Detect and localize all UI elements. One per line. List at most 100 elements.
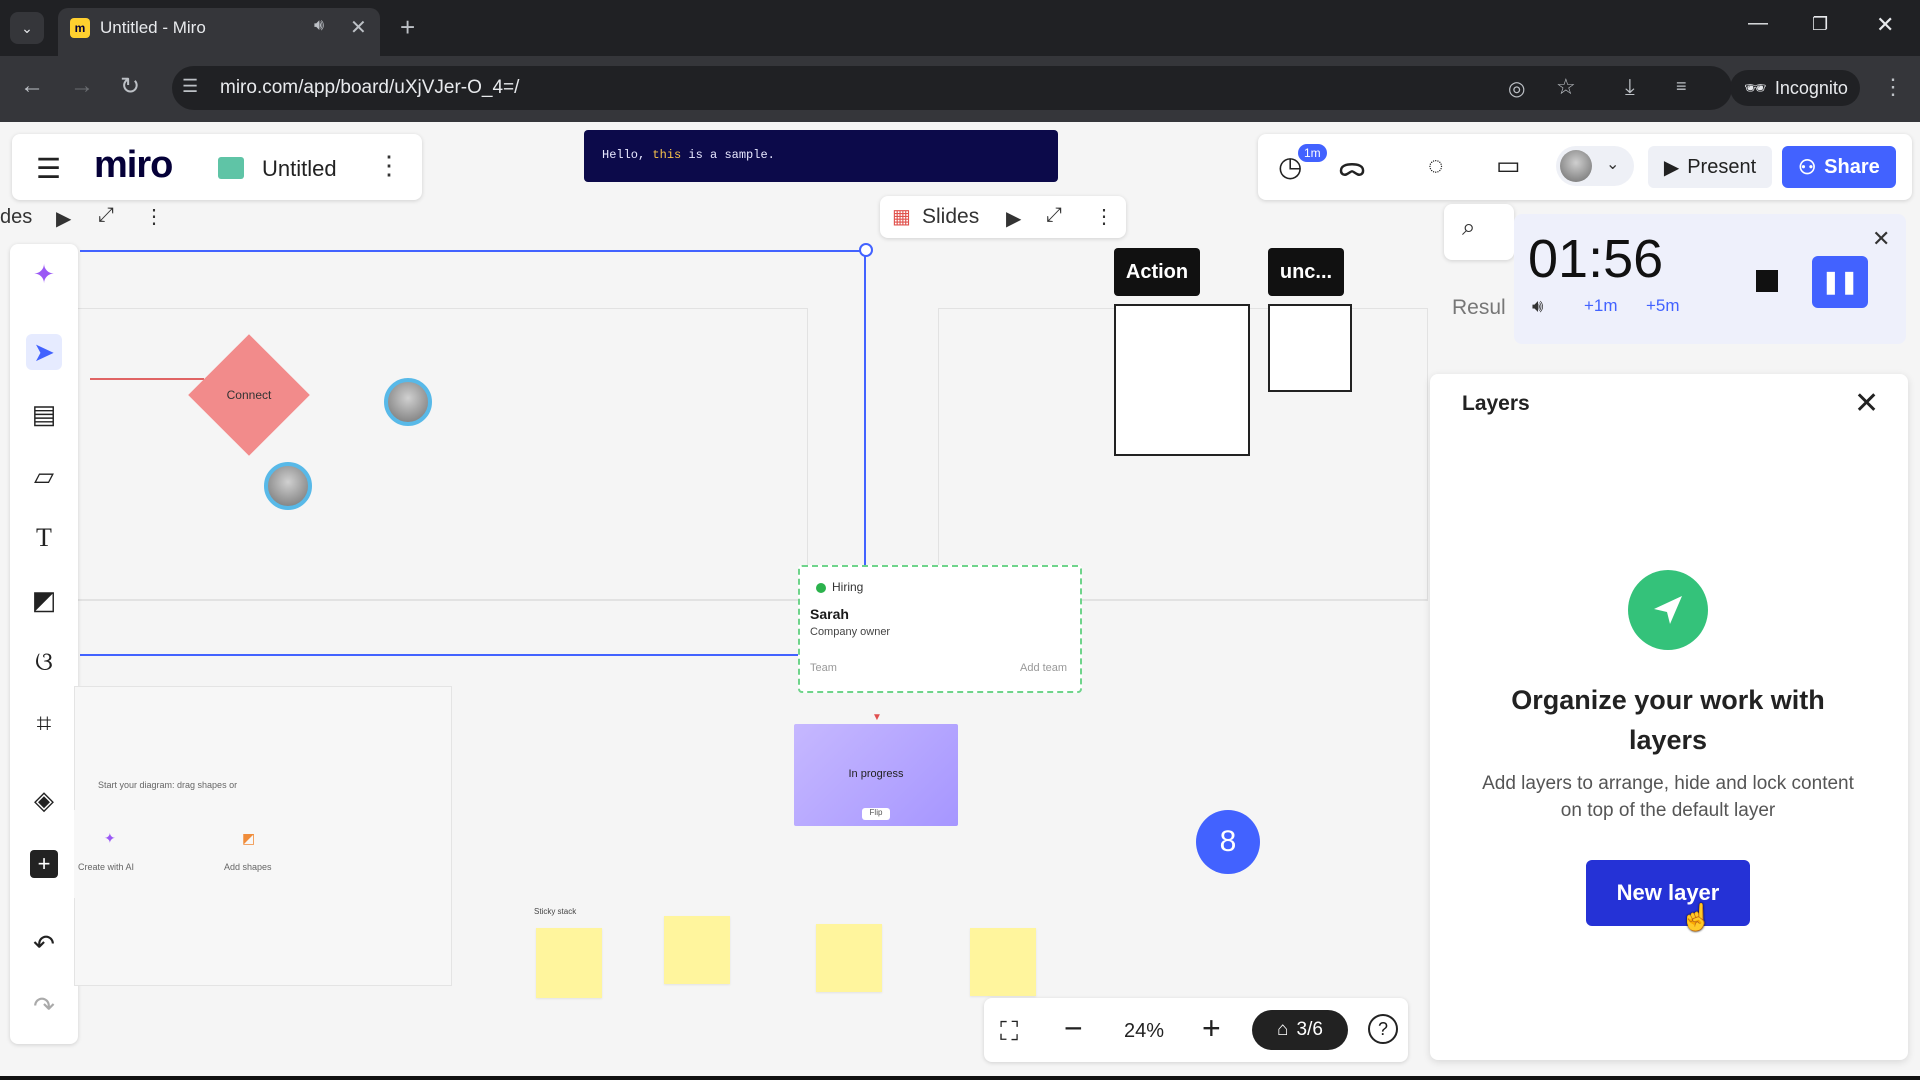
sticky-stack-label: Sticky stack bbox=[534, 907, 577, 916]
timer-display: 01:56 bbox=[1528, 229, 1664, 289]
close-icon[interactable]: ✕ bbox=[1854, 387, 1880, 420]
resize-handle[interactable] bbox=[859, 243, 873, 257]
code-block[interactable]: Hello, this is a sample. bbox=[584, 130, 1058, 182]
pen-icon[interactable]: ଓ bbox=[35, 646, 53, 676]
avatar bbox=[1560, 150, 1592, 182]
create-with-ai-card[interactable] bbox=[74, 810, 186, 898]
reactions-icon[interactable]: ᯅ bbox=[1338, 152, 1367, 182]
add-five-minutes-button[interactable]: +5m bbox=[1646, 296, 1680, 315]
action-tag[interactable]: Action bbox=[1114, 248, 1200, 296]
sticky-note[interactable] bbox=[970, 928, 1036, 996]
media-controls-icon[interactable]: ≡ bbox=[1676, 76, 1687, 96]
in-progress-label: In progress bbox=[848, 768, 904, 780]
frame-icon[interactable]: ⌗ bbox=[36, 708, 52, 738]
reload-icon[interactable]: ↻ bbox=[120, 73, 141, 100]
expand-icon[interactable]: ⤢ bbox=[98, 204, 114, 226]
sticky-note[interactable] bbox=[536, 928, 602, 998]
expand-icon[interactable]: ⤢ bbox=[1046, 204, 1062, 226]
slides-icon: ▦ bbox=[892, 206, 911, 228]
flip-chip[interactable]: Flip bbox=[862, 808, 890, 820]
present-label: Present bbox=[1687, 155, 1757, 178]
sticky-note[interactable] bbox=[664, 916, 730, 984]
slides-label[interactable]: Slides bbox=[922, 205, 980, 228]
url-text[interactable]: miro.com/app/board/uXjVJer-O_4=/ bbox=[220, 77, 520, 98]
new-tab-icon[interactable]: + bbox=[400, 12, 416, 42]
miro-logo[interactable]: miro bbox=[94, 144, 173, 186]
new-layer-button[interactable]: New layer bbox=[1586, 860, 1750, 926]
board-more-icon[interactable]: ⋮ bbox=[376, 150, 402, 180]
templates-icon[interactable]: ▤ bbox=[31, 398, 57, 429]
browser-tab[interactable] bbox=[58, 8, 380, 56]
zoom-in-icon[interactable]: + bbox=[1202, 1010, 1221, 1046]
ai-sparkle-icon: ✦ bbox=[104, 830, 116, 846]
tab-audio-icon[interactable]: 🔊︎ bbox=[314, 17, 325, 34]
gift-progress-button[interactable]: ⌂ 3/6 bbox=[1252, 1010, 1348, 1050]
layers-icon[interactable]: ◈ bbox=[34, 784, 54, 815]
shapes-icon[interactable]: ◩ bbox=[31, 584, 57, 615]
text-icon[interactable]: T bbox=[36, 523, 52, 552]
tab-close-icon[interactable]: ✕ bbox=[350, 17, 367, 39]
browser-menu-icon[interactable]: ⋮ bbox=[1882, 74, 1904, 99]
window-close-icon[interactable]: ✕ bbox=[1876, 12, 1895, 37]
address-bar[interactable] bbox=[172, 66, 1732, 110]
selection-box[interactable] bbox=[80, 250, 866, 656]
share-button[interactable]: ⚇ Share bbox=[1782, 146, 1896, 188]
back-icon[interactable]: ← bbox=[20, 72, 44, 99]
more-icon[interactable]: ⋮ bbox=[1094, 206, 1114, 228]
unc-tag[interactable]: unc... bbox=[1268, 248, 1344, 296]
download-icon[interactable]: ⤓ bbox=[1625, 74, 1635, 99]
avatar[interactable] bbox=[264, 462, 312, 510]
connector-arrow[interactable] bbox=[90, 378, 204, 380]
search-icon[interactable]: ⌕ bbox=[1462, 214, 1476, 241]
stop-icon[interactable] bbox=[1756, 270, 1778, 292]
bookmark-star-icon[interactable]: ☆ bbox=[1556, 74, 1576, 99]
zoom-level[interactable]: 24% bbox=[1124, 1020, 1165, 1042]
site-info-icon[interactable]: ☰ bbox=[182, 76, 199, 96]
send-arrow-icon bbox=[1628, 570, 1708, 650]
add-shapes-card[interactable] bbox=[182, 810, 318, 898]
action-box[interactable] bbox=[1114, 304, 1250, 456]
select-cursor-icon[interactable]: ➤ bbox=[26, 334, 62, 370]
pause-button[interactable]: ❚❚ bbox=[1812, 256, 1868, 308]
window-restore-icon[interactable]: ❐ bbox=[1812, 14, 1829, 34]
fit-to-screen-icon[interactable]: ⛶ bbox=[1000, 1016, 1019, 1046]
layers-panel bbox=[1430, 374, 1908, 1060]
unc-box[interactable] bbox=[1268, 304, 1352, 392]
slides-label-partial[interactable]: des bbox=[0, 206, 33, 228]
eye-off-icon[interactable]: ◎ bbox=[1508, 78, 1526, 100]
layers-empty-description: Add layers to arrange, hide and lock con… bbox=[1482, 773, 1854, 821]
forward-icon[interactable]: → bbox=[70, 72, 94, 99]
incognito-indicator[interactable]: 🕶︎ Incognito bbox=[1730, 70, 1860, 106]
status-dot bbox=[816, 583, 826, 593]
zoom-out-icon[interactable]: − bbox=[1064, 1010, 1083, 1046]
team-label: Team bbox=[810, 662, 837, 674]
code-keyword: this bbox=[652, 148, 682, 162]
tab-search-chevron-icon[interactable]: ⌄ bbox=[10, 12, 44, 44]
timer-close-icon[interactable]: ✕ bbox=[1872, 226, 1891, 251]
count-badge[interactable]: 8 bbox=[1196, 810, 1260, 874]
help-icon[interactable]: ? bbox=[1368, 1014, 1398, 1044]
add-one-minute-button[interactable]: +1m bbox=[1584, 296, 1618, 315]
miro-favicon-icon: m bbox=[70, 18, 90, 38]
tab-title: Untitled - Miro bbox=[100, 18, 206, 37]
more-icon[interactable]: ⋮ bbox=[144, 206, 164, 228]
add-team-link[interactable]: Add team bbox=[1020, 662, 1068, 674]
ai-sparkle-icon[interactable]: ✦ bbox=[33, 258, 55, 289]
window-minimize-icon[interactable]: — bbox=[1748, 12, 1768, 34]
hiring-card[interactable] bbox=[798, 565, 1082, 693]
chat-icon[interactable]: ◌ bbox=[1428, 150, 1444, 180]
undo-icon[interactable]: ↶ bbox=[33, 928, 55, 959]
play-icon[interactable]: ▶ bbox=[1006, 208, 1022, 230]
sticky-note-icon[interactable]: ▱ bbox=[34, 460, 54, 491]
board-title[interactable]: Untitled bbox=[262, 156, 337, 181]
add-more-icon[interactable]: + bbox=[30, 850, 58, 878]
redo-icon[interactable]: ↷ bbox=[33, 990, 55, 1021]
play-icon[interactable]: ▶ bbox=[56, 208, 72, 230]
sticky-note[interactable] bbox=[816, 924, 882, 992]
layers-empty-heading: Organize your work with layers bbox=[1511, 685, 1825, 755]
main-menu-icon[interactable]: ☰ bbox=[36, 153, 62, 184]
sound-icon[interactable]: 🔊︎ bbox=[1532, 296, 1544, 316]
avatar[interactable] bbox=[384, 378, 432, 426]
present-button[interactable]: ▶ Present bbox=[1648, 146, 1772, 188]
video-call-icon[interactable]: ▭ bbox=[1496, 150, 1521, 180]
